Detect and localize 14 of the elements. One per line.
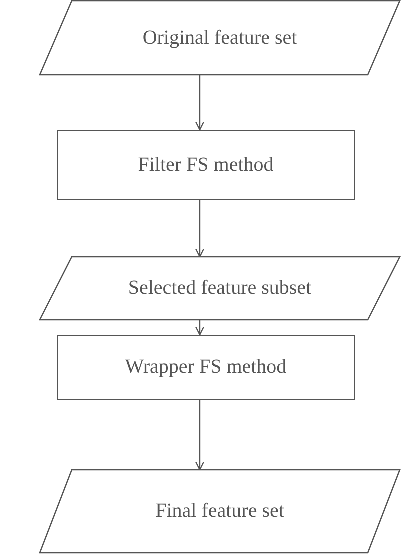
node-label: Filter FS method <box>138 154 274 176</box>
data-parallelogram <box>40 1 400 75</box>
node-label: Final feature set <box>156 500 284 523</box>
data-parallelogram <box>40 470 400 553</box>
process-box <box>57 335 355 400</box>
node-label: Selected feature subset <box>128 277 312 300</box>
node-label: Original feature set <box>142 26 298 50</box>
arrow <box>195 75 205 131</box>
node-label: Wrapper FS method <box>125 356 287 379</box>
arrow <box>195 400 205 471</box>
arrow <box>195 320 205 336</box>
arrow <box>195 200 205 258</box>
process-box <box>57 130 355 200</box>
data-parallelogram <box>40 257 400 320</box>
